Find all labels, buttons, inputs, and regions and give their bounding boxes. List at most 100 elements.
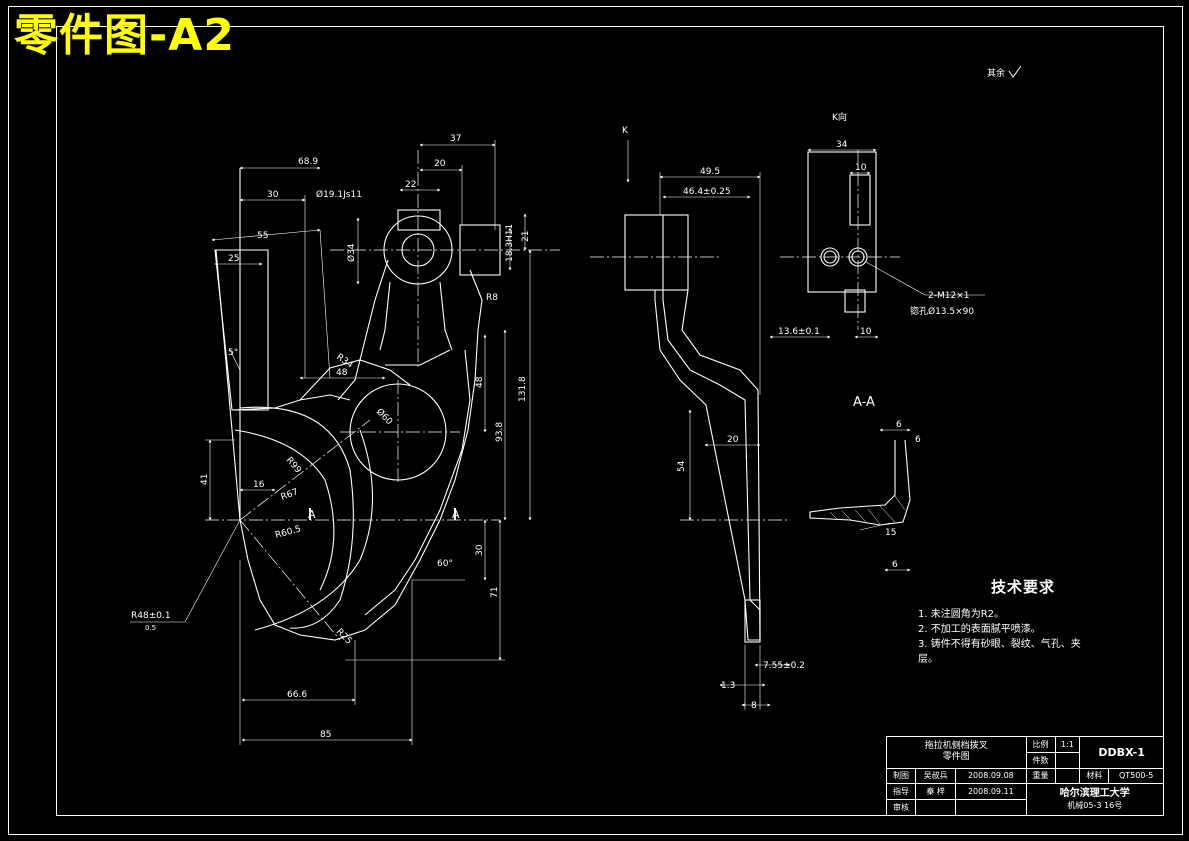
dim-counterbore: 锪孔Ø13.5×90 xyxy=(910,305,974,317)
roughness-check-icon xyxy=(1008,65,1022,78)
dim-41: 41 xyxy=(200,474,210,485)
cut-a-left: A xyxy=(308,508,316,521)
dim-15: 15 xyxy=(885,528,896,538)
fork-outline xyxy=(239,168,483,641)
dim-25: 25 xyxy=(228,254,239,264)
dim-37: 37 xyxy=(450,134,461,144)
dim-71: 71 xyxy=(490,587,500,598)
requirement-item: 2. 不加工的表面腻平喷漆。 xyxy=(918,624,1041,635)
guide-label: 指导 xyxy=(885,783,917,801)
material-value: QT500-5 xyxy=(1108,767,1164,785)
dim-10-top: 10 xyxy=(855,163,867,173)
dim-34: 34 xyxy=(836,140,848,150)
dim-30-mid: 30 xyxy=(475,544,485,556)
dim-93-8: 93.8 xyxy=(495,422,505,442)
section-a-a xyxy=(809,428,911,572)
side-view xyxy=(590,140,791,710)
dim-r60-5: R60.5 xyxy=(274,524,302,540)
review-label: 审核 xyxy=(885,799,917,816)
dim-r99: R99 xyxy=(284,456,303,476)
review-name xyxy=(915,799,957,816)
title-block: 拖拉机侧档拨叉 零件图 比例 1:1 DDBX-1 件数 制图 吴叔兵 2008… xyxy=(885,736,1165,816)
dim-phi19: Ø19.1Js11 xyxy=(316,189,362,200)
dim-30-top: 30 xyxy=(267,190,279,200)
dim-phi34: Ø34 xyxy=(346,243,357,262)
front-view-labels: 68.9 30 37 20 22 Ø19.1Js11 55 25 Ø34 21 … xyxy=(131,134,531,740)
dim-tol: 0.5 xyxy=(145,624,156,632)
school-name: 哈尔滨理工大学 xyxy=(1059,788,1130,800)
dim-60deg: 60° xyxy=(437,559,453,569)
dim-r67: R67 xyxy=(280,487,300,502)
drawing-frame xyxy=(56,26,1164,816)
dim-85: 85 xyxy=(320,730,331,740)
dim-20-top: 20 xyxy=(434,159,446,169)
guide-date: 2008.09.11 xyxy=(955,783,1027,801)
dim-r48: R48±0.1 xyxy=(131,611,171,621)
dim-6b: 6 xyxy=(915,435,921,445)
scale-label: 比例 xyxy=(1025,736,1056,753)
dim-2m12: 2-M12×1 xyxy=(928,291,969,301)
dim-8: 8 xyxy=(751,701,757,711)
weight-value xyxy=(1054,767,1081,785)
dim-48b: 48 xyxy=(475,376,485,388)
dim-20-side: 20 xyxy=(727,435,739,445)
dim-68-9: 68.9 xyxy=(298,157,318,167)
school-cell: 哈尔滨理工大学 机械05-3 16号 xyxy=(1025,783,1165,816)
dim-131-8: 131.8 xyxy=(518,376,528,402)
part-name-line2: 零件图 xyxy=(942,752,970,763)
dim-22: 22 xyxy=(405,180,416,190)
review-date xyxy=(955,799,1027,816)
dim-16: 16 xyxy=(253,480,265,490)
dim-6a: 6 xyxy=(896,420,902,430)
section-labels: A-A 6 6 15 6 xyxy=(853,395,921,570)
count-label: 件数 xyxy=(1025,751,1056,769)
dim-21: 21 xyxy=(521,231,531,242)
scale-value: 1:1 xyxy=(1054,736,1081,753)
technical-requirements: 技术要求 1. 未注圆角为R2。 2. 不加工的表面腻平喷漆。 3. 铸件不得有… xyxy=(918,576,1138,667)
weight-label: 重量 xyxy=(1025,767,1056,785)
cut-a-right: A xyxy=(452,508,460,521)
dim-66-6: 66.6 xyxy=(287,690,307,700)
k-view-title: K向 xyxy=(832,111,847,123)
section-profile xyxy=(809,439,911,526)
requirement-item: 3. 铸件不得有砂眼、裂纹、气孔、夹 xyxy=(918,639,1081,650)
section-title: A-A xyxy=(853,395,875,410)
outer-border xyxy=(8,6,1183,835)
count-value xyxy=(1054,751,1081,769)
requirements-title: 技术要求 xyxy=(990,578,1055,596)
front-view xyxy=(130,140,560,745)
requirement-item: 层。 xyxy=(918,654,938,665)
dim-phi60: Ø60 xyxy=(374,406,395,427)
dim-10-bot: 10 xyxy=(860,327,872,337)
class-info: 机械05-3 16号 xyxy=(1067,801,1123,811)
dim-48a: 48 xyxy=(336,368,348,378)
surface-roughness-note: 其余 xyxy=(987,65,1022,79)
sheet-title: 零件图-A2 xyxy=(14,10,235,61)
dim-7-55: 7.55±0.2 xyxy=(763,661,805,671)
part-name-line1: 拖拉机侧档拨叉 xyxy=(924,741,988,752)
dim-46-4: 46.4±0.25 xyxy=(683,187,731,197)
dim-13-6: 13.6±0.1 xyxy=(778,327,820,337)
dim-54: 54 xyxy=(677,460,687,472)
dim-1-3: 1.3 xyxy=(721,681,735,691)
dim-18-3: 18.3H11 xyxy=(505,224,515,262)
guide-name: 秦 梓 xyxy=(915,783,957,801)
k-view xyxy=(769,148,985,339)
fork-left-arm xyxy=(214,249,269,411)
side-boss xyxy=(624,214,689,291)
drawing-code: DDBX-1 xyxy=(1079,736,1164,769)
k-view-body xyxy=(807,151,877,293)
dim-55: 55 xyxy=(257,231,268,241)
dim-r8: R8 xyxy=(486,293,498,303)
drawn-name: 吴叔兵 xyxy=(915,767,957,785)
requirement-item: 1. 未注圆角为R2。 xyxy=(918,609,1005,620)
part-name-cell: 拖拉机侧档拨叉 零件图 xyxy=(886,736,1027,769)
drawn-label: 制图 xyxy=(885,767,917,785)
dim-r25: R25 xyxy=(334,627,354,647)
dim-6c: 6 xyxy=(892,560,898,570)
material-label: 材料 xyxy=(1079,767,1110,785)
dim-5deg: 5° xyxy=(228,348,238,358)
side-view-labels: K 49.5 46.4±0.25 20 54 7.55±0.2 1.3 8 xyxy=(622,126,805,711)
surface-roughness-label: 其余 xyxy=(987,69,1006,79)
